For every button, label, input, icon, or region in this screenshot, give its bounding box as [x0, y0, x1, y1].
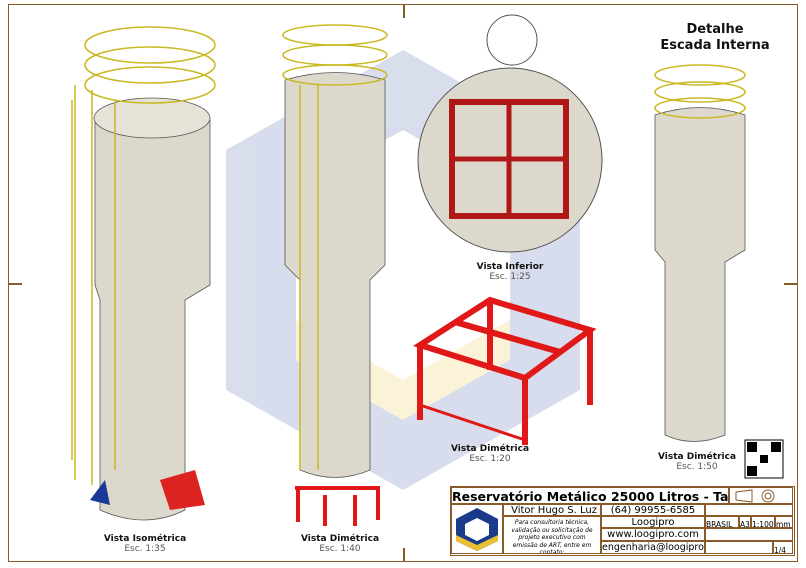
company-field: Loogipro	[601, 516, 705, 528]
frame-tick	[8, 283, 22, 285]
phone-field: (64) 99955-6585	[601, 504, 705, 516]
title-block: Reservatório Metálico 25000 Litros - Taç…	[450, 486, 795, 556]
sheet-number-field: 1/4	[773, 541, 793, 554]
country-field: BRASIL	[705, 516, 739, 528]
notes-field: Para consultoria técnica, validação ou s…	[503, 516, 601, 554]
qr-code	[744, 439, 784, 479]
frame-tick	[784, 283, 798, 285]
frame-tick	[403, 4, 405, 18]
isometric-view-tank	[71, 26, 216, 521]
internal-ladder-detail-view	[654, 64, 746, 442]
bottom-view	[417, 14, 603, 253]
detail-title-line-2: Escada Interna	[660, 38, 770, 53]
projection-symbol-icon	[729, 487, 793, 504]
base-structure-view	[412, 296, 597, 445]
designer-field: Vitor Hugo S. Luz	[503, 504, 601, 516]
size-field: A3	[739, 516, 751, 528]
empty-field	[705, 504, 793, 516]
dimetric-view-tank	[282, 24, 388, 526]
empty-field	[705, 528, 793, 541]
scale-field: 1:100	[751, 516, 775, 528]
company-logo	[451, 504, 503, 554]
detail-title-line-1: Detalhe	[686, 22, 744, 37]
email-field: engenharia@loogipro.com	[601, 541, 705, 554]
website-field: www.loogipro.com	[601, 528, 705, 541]
empty-field	[705, 541, 773, 554]
frame-tick	[403, 548, 405, 562]
title-field: Reservatório Metálico 25000 Litros - Taç…	[451, 487, 729, 504]
unit-field: mm	[775, 516, 793, 528]
